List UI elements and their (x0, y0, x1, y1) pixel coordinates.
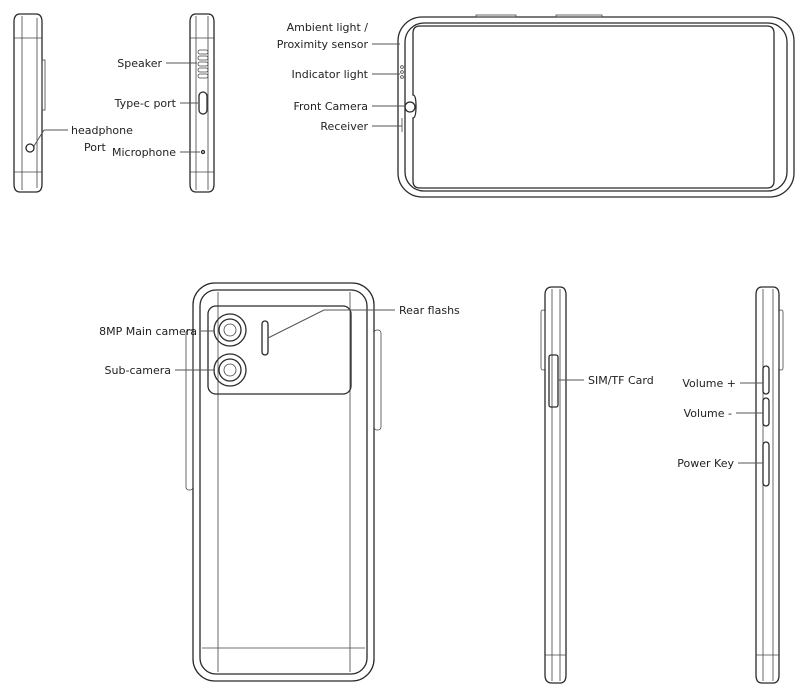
label-sim-tf-card: SIM/TF Card (588, 374, 654, 387)
label-sub-camera: Sub-camera (105, 364, 171, 377)
label-microphone: Microphone (112, 146, 176, 159)
label-power-key: Power Key (677, 457, 734, 470)
label-indicator-light: Indicator light (292, 68, 369, 81)
label-volume-down: Volume - (684, 407, 732, 420)
label-rear-flashs: Rear flashs (399, 304, 460, 317)
microphone-hole-icon (200, 149, 206, 155)
power-key-icon (762, 441, 770, 487)
volume-up-key-icon (762, 365, 770, 395)
label-proximity-sensor: Proximity sensor (277, 38, 369, 51)
type-c-port-icon (198, 91, 208, 115)
label-type-c-port: Type-c port (114, 97, 177, 110)
front-camera-icon (404, 101, 416, 113)
phone-buttons-side-view (755, 286, 784, 684)
label-ambient-light: Ambient light / (287, 21, 369, 34)
phone-left-side-view (13, 13, 46, 193)
label-volume-up: Volume + (682, 377, 736, 390)
label-speaker: Speaker (117, 57, 162, 70)
phone-front-view (397, 14, 795, 198)
sim-tray-icon (548, 354, 559, 408)
label-headphone-port-line2: Port (84, 141, 106, 154)
label-receiver: Receiver (320, 120, 368, 133)
label-main-camera: 8MP Main camera (99, 325, 197, 338)
headphone-port-icon (25, 143, 35, 153)
label-headphone-port: headphone (71, 124, 133, 137)
main-camera-icon (213, 313, 247, 347)
volume-down-key-icon (762, 397, 770, 427)
phone-sim-side-view (540, 286, 567, 684)
label-front-camera: Front Camera (294, 100, 369, 113)
phone-rear-view (185, 282, 382, 682)
rear-flash-icon (261, 320, 269, 356)
speaker-grille-icon (197, 49, 209, 79)
indicator-light-icon (400, 65, 404, 69)
